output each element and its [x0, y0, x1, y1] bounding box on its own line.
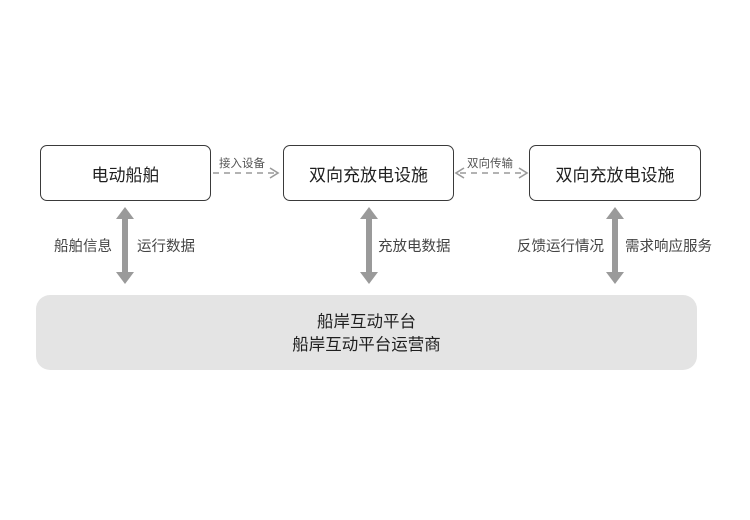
- node-electric-ship: 电动船舶: [40, 145, 211, 201]
- vertical-arrow-right: [606, 207, 624, 284]
- edge-label-access-device: 接入设备: [219, 156, 265, 170]
- label-demand-response: 需求响应服务: [625, 239, 712, 255]
- vertical-arrow-middle: [360, 207, 378, 284]
- edge-label-bidirectional-transfer: 双向传输: [467, 156, 513, 170]
- label-feedback-operation: 反馈运行情况: [517, 239, 604, 255]
- dashed-arrow-ship-to-facility: [213, 167, 280, 179]
- node-bidirectional-facility-b: 双向充放电设施: [529, 145, 701, 201]
- label-charge-discharge-data: 充放电数据: [378, 239, 451, 255]
- platform-operator: 船岸互动平台运营商: [292, 334, 441, 354]
- platform-box: 船岸互动平台 船岸互动平台运营商: [36, 295, 697, 370]
- label-ship-info: 船舶信息: [54, 239, 112, 255]
- node-bidirectional-facility-a: 双向充放电设施: [283, 145, 454, 201]
- label-operation-data: 运行数据: [137, 239, 195, 255]
- vertical-arrow-left: [116, 207, 134, 284]
- dashed-arrow-bidirectional: [454, 167, 529, 179]
- node-facility-a-label: 双向充放电设施: [309, 165, 428, 186]
- node-facility-b-label: 双向充放电设施: [555, 165, 675, 186]
- node-electric-ship-label: 电动船舶: [91, 165, 160, 186]
- platform-title: 船岸互动平台: [317, 311, 416, 331]
